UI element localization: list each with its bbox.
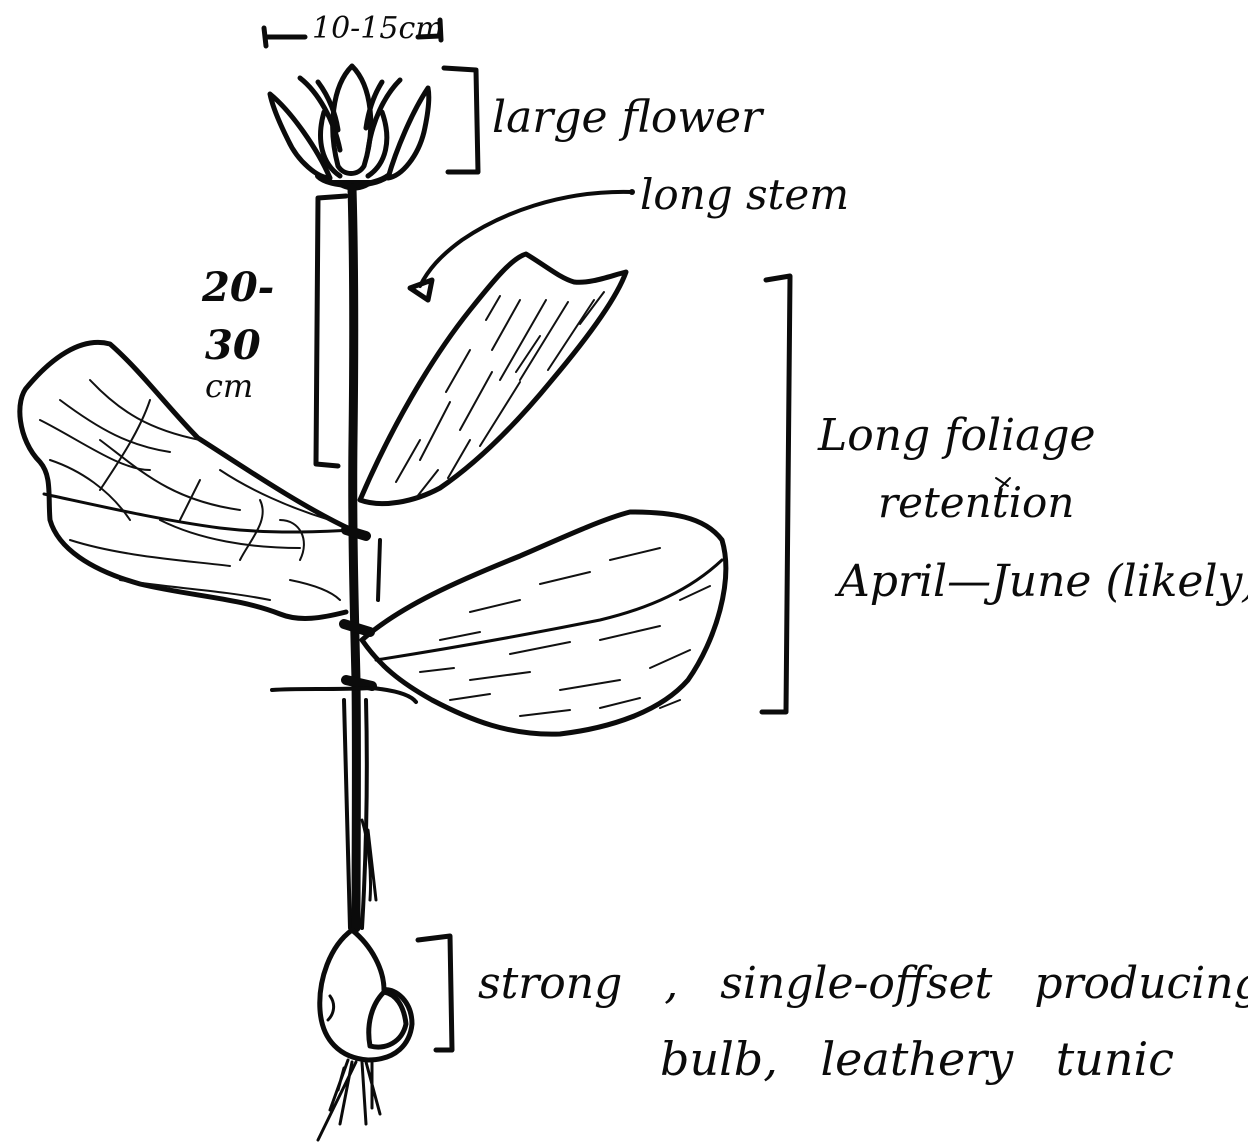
bulb <box>320 930 412 1060</box>
foliage-bracket <box>762 276 790 712</box>
flower-bracket <box>444 68 478 172</box>
bulb-label-line-2: bulb, leathery tunic <box>660 1036 1174 1082</box>
bulb-bracket <box>418 936 452 1050</box>
upper-leaf <box>360 254 626 504</box>
flower <box>270 66 429 191</box>
left-leaf <box>20 342 352 618</box>
flower-label: large flower <box>492 96 762 140</box>
foliage-label-line-2: retention <box>878 482 1074 524</box>
stem <box>344 188 376 928</box>
height-label-line-3: cm <box>205 370 253 402</box>
stem-pointer-arrow <box>410 189 635 300</box>
foliage-label-line-3: April—June (likely) <box>838 560 1248 604</box>
height-bracket <box>316 196 346 466</box>
height-label-line-1: 20- <box>202 268 274 308</box>
bulb-label-line-1: strong , single-offset producing <box>478 962 1248 1006</box>
stem-label: long stem <box>640 174 849 216</box>
roots <box>318 1060 380 1140</box>
flower-width-label: 10-15cm <box>312 14 444 44</box>
foliage-label-line-1: Long foliage <box>818 414 1096 458</box>
height-label-line-2: 30 <box>205 326 261 366</box>
